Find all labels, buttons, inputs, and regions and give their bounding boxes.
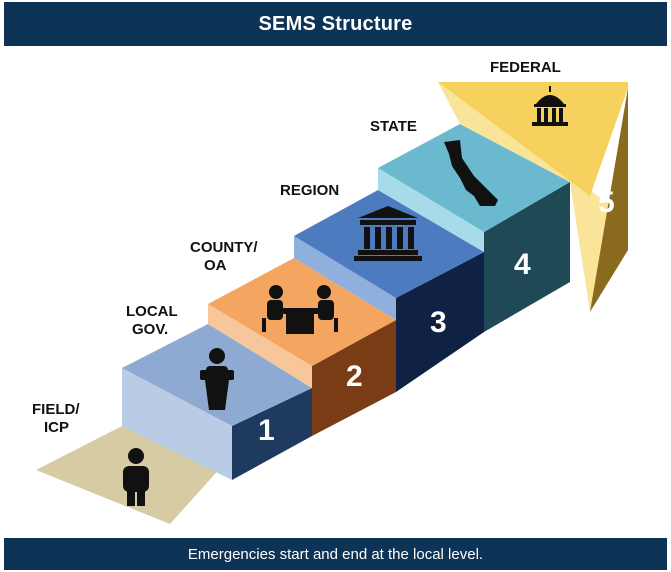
podium-speaker-icon bbox=[200, 348, 234, 410]
step2-front-face bbox=[208, 304, 312, 388]
capitol-dome-icon bbox=[532, 86, 568, 126]
level-label-region: REGION bbox=[280, 182, 339, 199]
title-bar: SEMS Structure bbox=[4, 2, 667, 46]
step1-front-face bbox=[122, 368, 232, 480]
level-label-county-oa: COUNTY/OA bbox=[190, 239, 258, 274]
meeting-table-icon bbox=[262, 285, 338, 334]
person-icon bbox=[123, 448, 149, 506]
level-label-state: STATE bbox=[370, 118, 417, 135]
step3-side-face bbox=[396, 252, 484, 392]
step3-number: 3 bbox=[430, 306, 447, 339]
footer-caption: Emergencies start and end at the local l… bbox=[187, 545, 484, 563]
step4-number: 4 bbox=[514, 248, 531, 281]
government-building-icon bbox=[354, 206, 422, 261]
level-federal: 5 FEDERAL bbox=[438, 59, 628, 312]
step4-front-face bbox=[378, 168, 484, 252]
level-region: 3 REGION bbox=[280, 182, 484, 392]
step5-top-face bbox=[438, 82, 628, 196]
level-state: 4 STATE bbox=[370, 118, 570, 332]
level-county-oa: 2 COUNTY/OA bbox=[190, 239, 396, 436]
level-label-field: FIELD/ICP bbox=[32, 401, 80, 436]
footer-bar: Emergencies start and end at the local l… bbox=[4, 538, 667, 570]
step5-number: 5 bbox=[598, 186, 615, 219]
step3-front-face bbox=[294, 236, 396, 320]
step2-number: 2 bbox=[346, 360, 363, 393]
diagram-title: SEMS Structure bbox=[258, 12, 413, 35]
step1-number: 1 bbox=[258, 414, 275, 447]
step2-side-face bbox=[312, 320, 396, 436]
california-map-icon bbox=[444, 140, 498, 206]
step1-side-face bbox=[232, 388, 312, 480]
step5-side-face bbox=[590, 88, 628, 312]
level-label-federal: FEDERAL bbox=[490, 59, 561, 76]
